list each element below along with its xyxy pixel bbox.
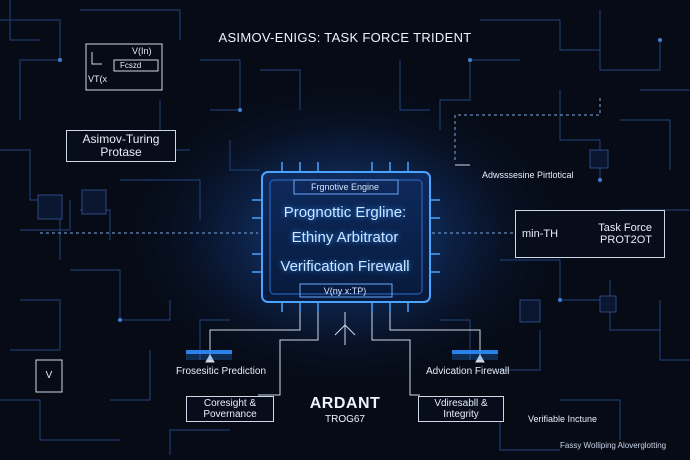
chip-line-2: Ethiny Arbitrator <box>291 229 399 246</box>
v-badge-frame <box>35 359 63 393</box>
chip-output-lines <box>205 312 485 396</box>
top-left-widget-frame <box>85 43 163 91</box>
central-chip <box>252 162 440 312</box>
governance-box: Coresight & Povernance <box>186 396 274 422</box>
task-force-line-1: Task Force <box>598 222 652 234</box>
chip-header: Frgnotive Engine <box>310 182 380 192</box>
asimov-turing-line-1: Asimov-Turing <box>82 132 160 146</box>
integrity-line-1: Vdiresabll & <box>434 398 488 409</box>
background-components <box>37 149 617 323</box>
brand-subtitle: TROG67 <box>324 414 365 425</box>
verifiable-label: Verifiable Inctune <box>528 414 598 424</box>
chip-footer: V(ny x:TP) <box>323 286 367 296</box>
task-force-line-2: PROT2OT <box>600 234 652 246</box>
integrity-line-2: Integrity <box>443 409 479 420</box>
v-badge: V <box>45 370 53 381</box>
asimov-turing-box: Asimov-Turing Protase <box>66 130 176 162</box>
integrity-box: Vdiresabll & Integrity <box>418 396 504 422</box>
asimov-turing-line-2: Protase <box>100 145 142 159</box>
brand-logo: ARDANT <box>309 395 381 412</box>
widget-line-2: Fcszd <box>120 61 142 70</box>
glow-accents <box>186 350 498 360</box>
dashed-links <box>40 95 601 234</box>
widget-line-1: V(In) <box>132 46 152 56</box>
page-title: ASIMOV-ENIGS: TASK FORCE TRIDENT <box>218 30 472 45</box>
trace-nodes <box>58 38 662 322</box>
chip-line-1: Prognottic Ergline: <box>283 204 407 221</box>
governance-line-1: Coresight & <box>203 398 257 409</box>
min-th-label: min-TH <box>522 228 559 240</box>
chip-line-3: Verification Firewall <box>280 258 410 275</box>
right-annotation: Adwsssesine Pirtlotical <box>482 170 574 180</box>
firewall-label: Advication Firewall <box>426 366 510 377</box>
prediction-label: Frosesitic Prediction <box>176 366 267 377</box>
governance-line-2: Povernance <box>203 409 257 420</box>
task-force-box: Task Force PROT2OT <box>515 210 665 258</box>
watermark: Fassy Wolliping Aloverglotting <box>560 441 667 450</box>
widget-line-3: VT(x <box>88 74 107 84</box>
